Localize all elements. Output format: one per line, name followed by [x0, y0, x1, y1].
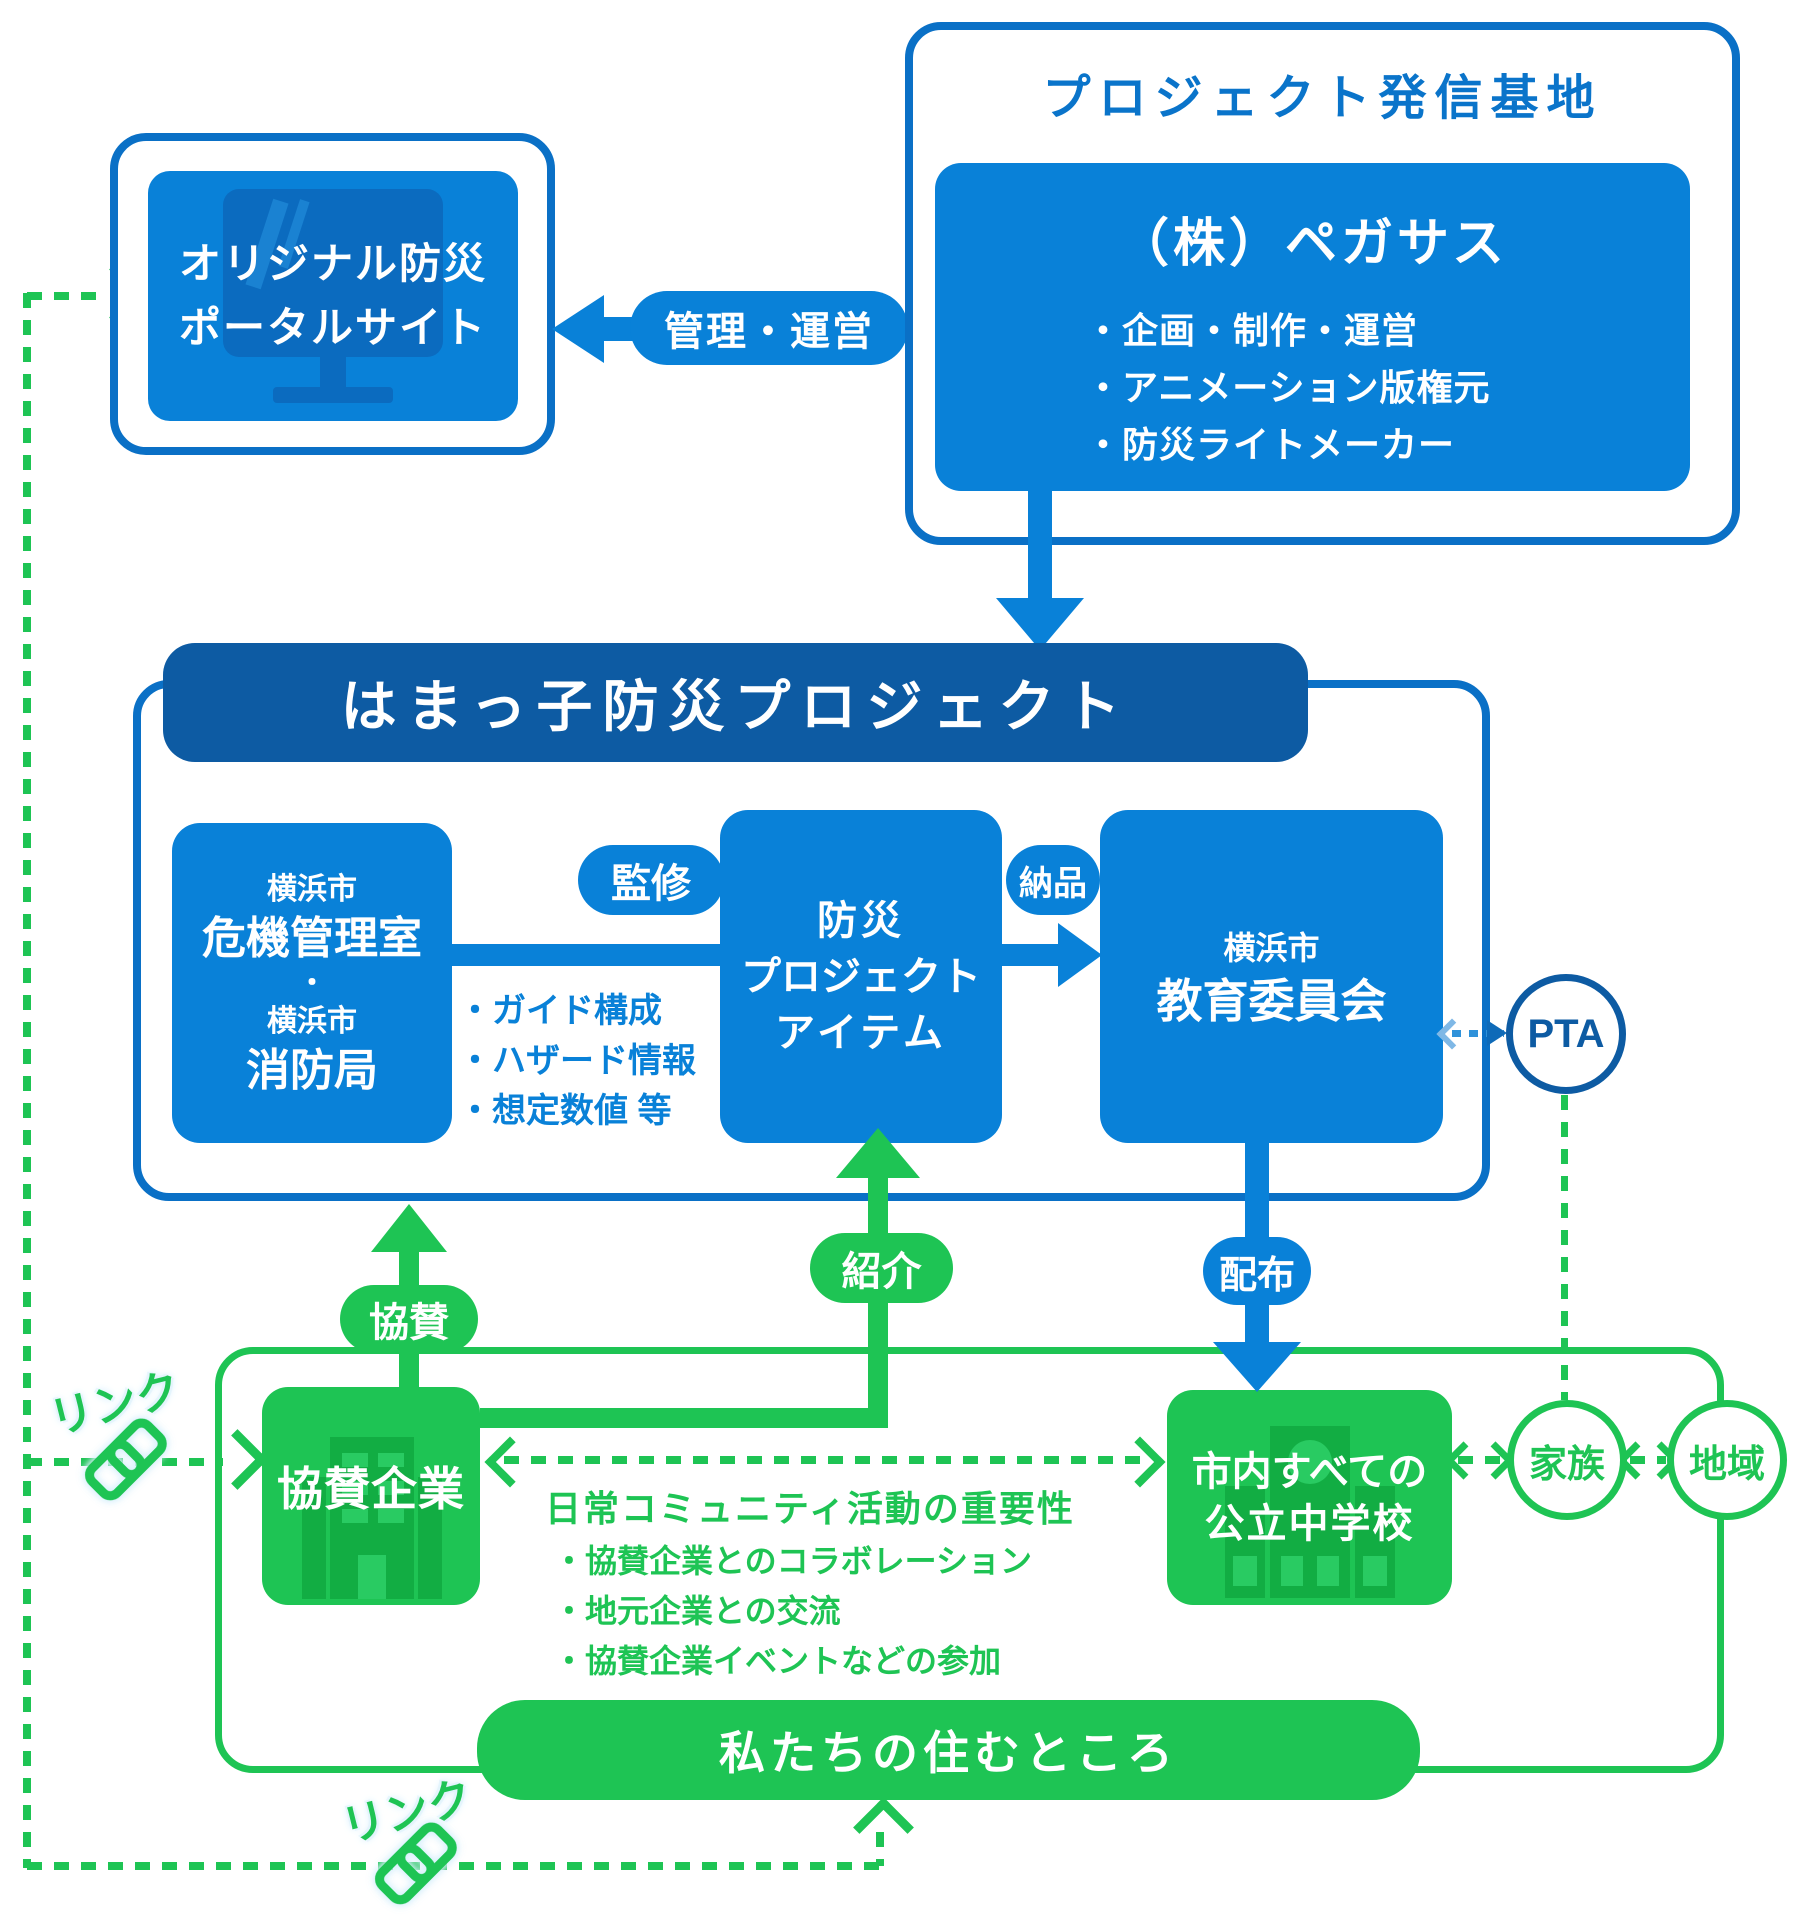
portal-label-line1: オリジナル防災 — [178, 240, 487, 287]
manage-arrow-head — [552, 295, 604, 363]
hamakko-header: はまっ子防災プロジェクト — [163, 643, 1308, 762]
pegasus-down-shaft — [1028, 490, 1052, 602]
crisis-line: ・ — [297, 967, 326, 998]
pegasus-box: （株）ペガサス ・企画・制作・運営 ・アニメーション版権元 ・防災ライトメーカー — [935, 163, 1690, 491]
school-box: 市内すべての 公立中学校 — [1167, 1390, 1452, 1605]
introduce-pill-label: 紹介 — [841, 1250, 922, 1294]
family-circle: 家族 — [1507, 1400, 1627, 1520]
building-icon — [302, 1437, 442, 1599]
guide-bullet: ・想定数値 等 — [458, 1092, 672, 1130]
board-line: 横浜市 — [1223, 929, 1320, 966]
sponsor-pill-label: 協賛 — [369, 1301, 449, 1345]
crisis-line: 消防局 — [246, 1046, 378, 1095]
link-dashed-branch-sponsor — [27, 1458, 223, 1466]
crisis-line: 横浜市 — [267, 873, 357, 906]
introduce-pill: 紹介 — [810, 1233, 953, 1303]
crisis-line: 危機管理室 — [202, 914, 422, 963]
crisis-box: 横浜市 危機管理室 ・ 横浜市 消防局 — [172, 823, 452, 1143]
monitor-icon — [223, 189, 443, 403]
pegasus-bullet: ・防災ライトメーカー — [1085, 424, 1456, 465]
region-label: 地域 — [1688, 1443, 1765, 1486]
region-circle: 地域 — [1667, 1400, 1787, 1520]
sponsor-school-dashed — [504, 1456, 1140, 1464]
deliver-arrow-head — [1058, 923, 1102, 987]
item-box: 防災 プロジェクト アイテム — [720, 810, 1002, 1143]
family-label: 家族 — [1528, 1443, 1605, 1486]
portal-label-line2: ポータルサイト — [178, 304, 487, 351]
pta-circle: PTA — [1506, 974, 1626, 1094]
introduce-connector-h — [480, 1408, 888, 1428]
crisis-item-connector — [452, 944, 720, 966]
deliver-arrow-shaft — [1002, 944, 1060, 966]
pegasus-down-head — [996, 598, 1084, 650]
arrowhead-into-home-bar — [853, 1797, 914, 1858]
link-dashed-vertical — [23, 293, 31, 1868]
item-line: アイテム — [775, 1010, 947, 1055]
pta-family-dashed-line — [1561, 1095, 1568, 1400]
sponsor-pill: 協賛 — [340, 1285, 478, 1353]
crisis-line: 横浜市 — [267, 1005, 357, 1038]
pegasus-name: （株）ペガサス — [1117, 215, 1508, 273]
board-box: 横浜市 教育委員会 — [1100, 810, 1443, 1143]
hamakko-title: はまっ子防災プロジェクト — [340, 675, 1131, 738]
school-icon — [1225, 1426, 1395, 1598]
supervise-pill-label: 監修 — [611, 862, 691, 906]
manage-pill-label: 管理・運営 — [664, 310, 874, 354]
deliver-pill-label: 納品 — [1019, 864, 1087, 903]
pegasus-bullet: ・アニメーション版権元 — [1085, 367, 1491, 408]
school-line: 公立中学校 — [1204, 1501, 1415, 1546]
community-heading: 日常コミュニティ活動の重要性 — [545, 1488, 1075, 1529]
family-region-dashed — [1630, 1456, 1666, 1464]
home-bar-label: 私たちの住むところ — [719, 1727, 1178, 1779]
school-line: 市内すべての — [1191, 1449, 1428, 1494]
deliver-pill: 納品 — [1006, 845, 1100, 915]
home-bar: 私たちの住むところ — [477, 1700, 1420, 1800]
community-bullets: ・協賛企業とのコラボレーション ・地元企業との交流 ・協賛企業イベントなどの参加 — [553, 1536, 1032, 1686]
board-pta-dashed-line — [1452, 1030, 1504, 1037]
pegasus-bullet: ・企画・制作・運営 — [1085, 310, 1419, 351]
manage-pill: 管理・運営 — [630, 291, 908, 365]
sponsor-company-label: 協賛企業 — [277, 1463, 465, 1515]
guide-bullets: ・ガイド構成 ・ハザード情報 ・想定数値 等 — [458, 986, 696, 1136]
introduce-arrow-head — [836, 1128, 920, 1178]
guide-bullet: ・ガイド構成 — [458, 992, 662, 1030]
link-dashed-branch-portal — [27, 292, 99, 300]
sponsor-company-box: 協賛企業 — [262, 1387, 480, 1605]
item-line: プロジェクト — [741, 954, 981, 999]
item-line: 防災 — [817, 898, 905, 943]
distribute-pill-label: 配布 — [1218, 1254, 1295, 1297]
board-line: 教育委員会 — [1156, 974, 1387, 1027]
base-title: プロジェクト発信基地 — [1042, 72, 1603, 125]
school-family-dashed — [1458, 1456, 1502, 1464]
board-pta-arrow-right — [1487, 1020, 1507, 1046]
link-dashed-bottom — [27, 1862, 883, 1870]
guide-bullet: ・ハザード情報 — [458, 1042, 696, 1080]
pta-label: PTA — [1527, 1011, 1605, 1056]
supervise-pill: 監修 — [578, 845, 724, 915]
community-bullet: ・地元企業との交流 — [553, 1593, 841, 1629]
community-bullet: ・協賛企業とのコラボレーション — [553, 1543, 1033, 1579]
portal-box: オリジナル防災 ポータルサイト — [148, 171, 518, 421]
distribute-pill: 配布 — [1203, 1237, 1311, 1305]
link-dashed-bottom-riser — [876, 1832, 884, 1866]
distribute-arrow-head — [1213, 1342, 1301, 1392]
sponsor-arrow-head — [371, 1204, 447, 1252]
community-bullet: ・協賛企業イベントなどの参加 — [553, 1643, 1002, 1679]
